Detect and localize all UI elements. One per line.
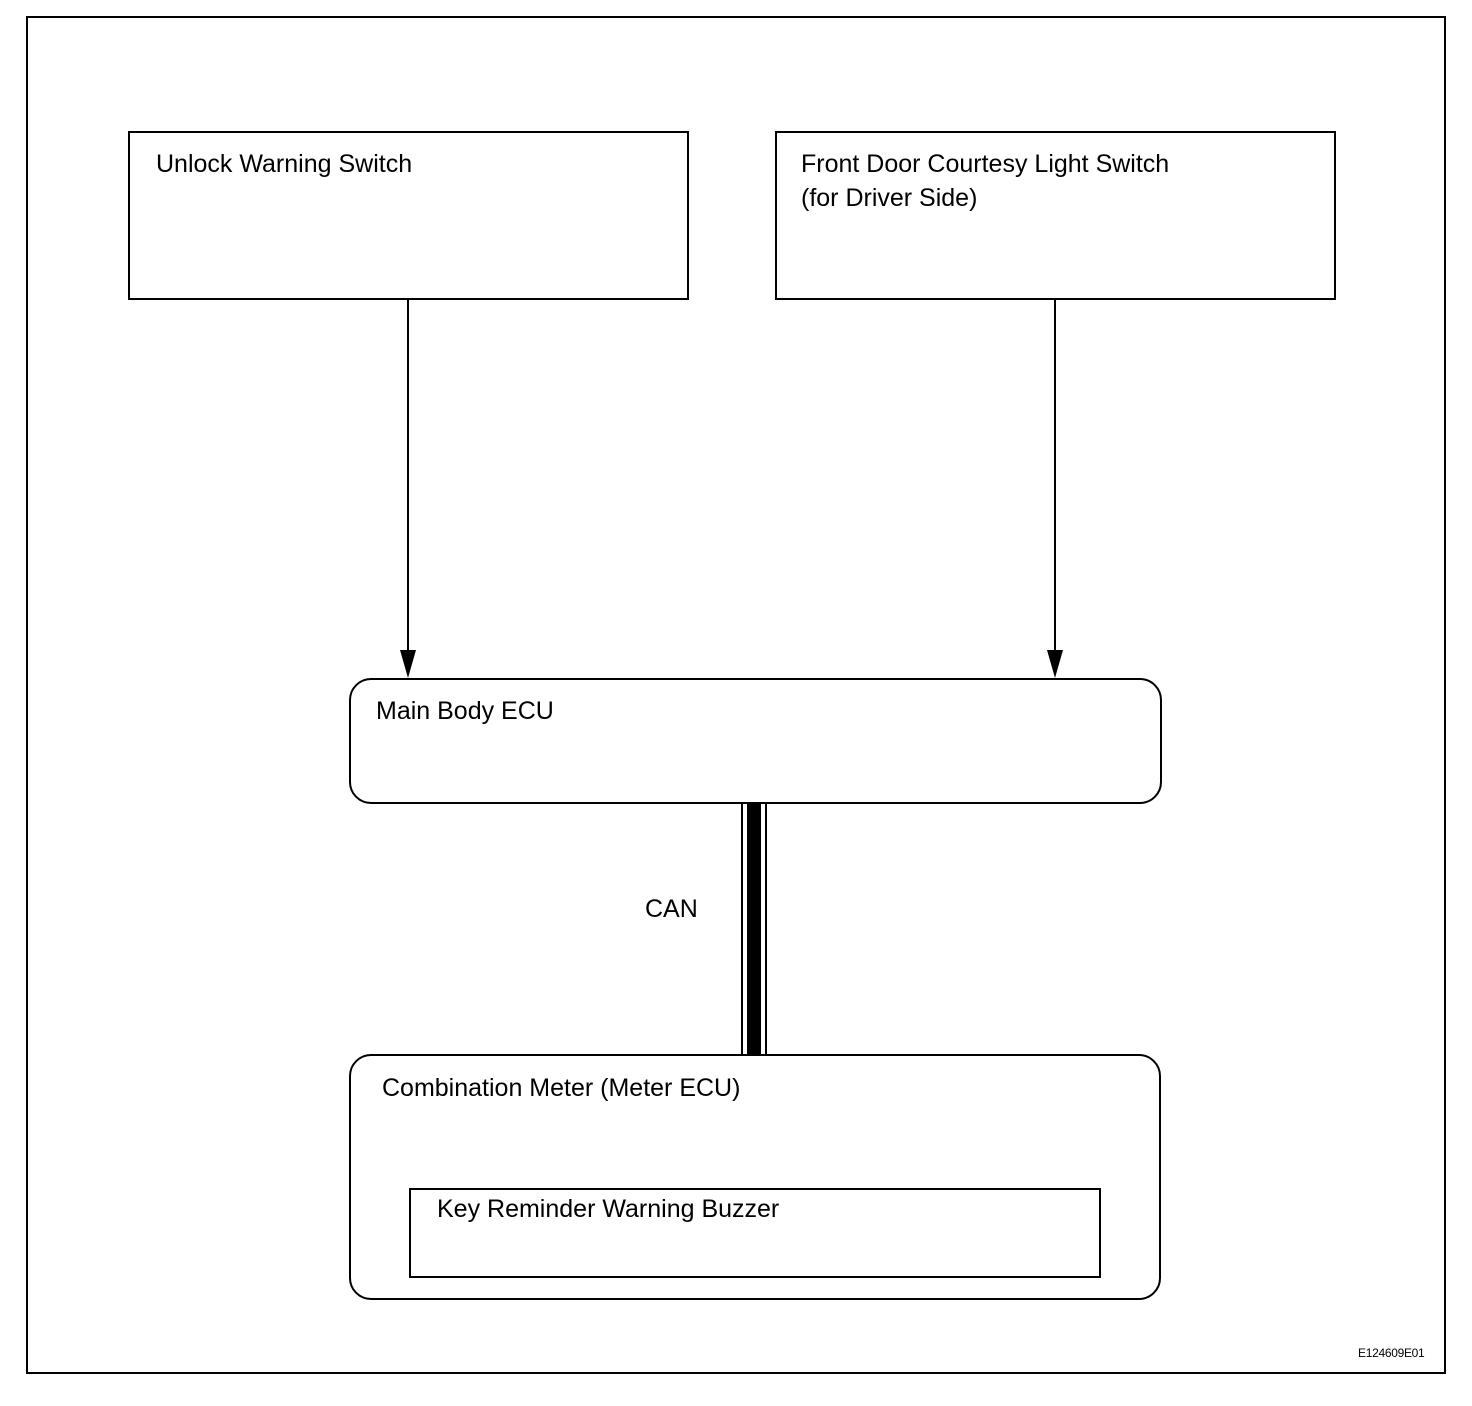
key-reminder-buzzer-label: Key Reminder Warning Buzzer (437, 1195, 780, 1223)
combination-meter-label: Combination Meter (Meter ECU) (382, 1074, 741, 1102)
key-reminder-warning-buzzer-box (409, 1188, 1101, 1278)
can-bus-label: CAN (645, 895, 698, 923)
main-body-ecu-label: Main Body ECU (376, 697, 554, 725)
front-door-switch-sublabel: (for Driver Side) (801, 184, 978, 212)
main-body-ecu-box (349, 678, 1162, 804)
unlock-warning-switch-label: Unlock Warning Switch (156, 150, 413, 178)
figure-code: E124609E01 (1358, 1346, 1425, 1360)
front-door-courtesy-light-switch-box (775, 131, 1336, 300)
unlock-warning-switch-box (128, 131, 689, 300)
diagram-frame (26, 16, 1446, 1374)
front-door-switch-label: Front Door Courtesy Light Switch (801, 150, 1170, 178)
